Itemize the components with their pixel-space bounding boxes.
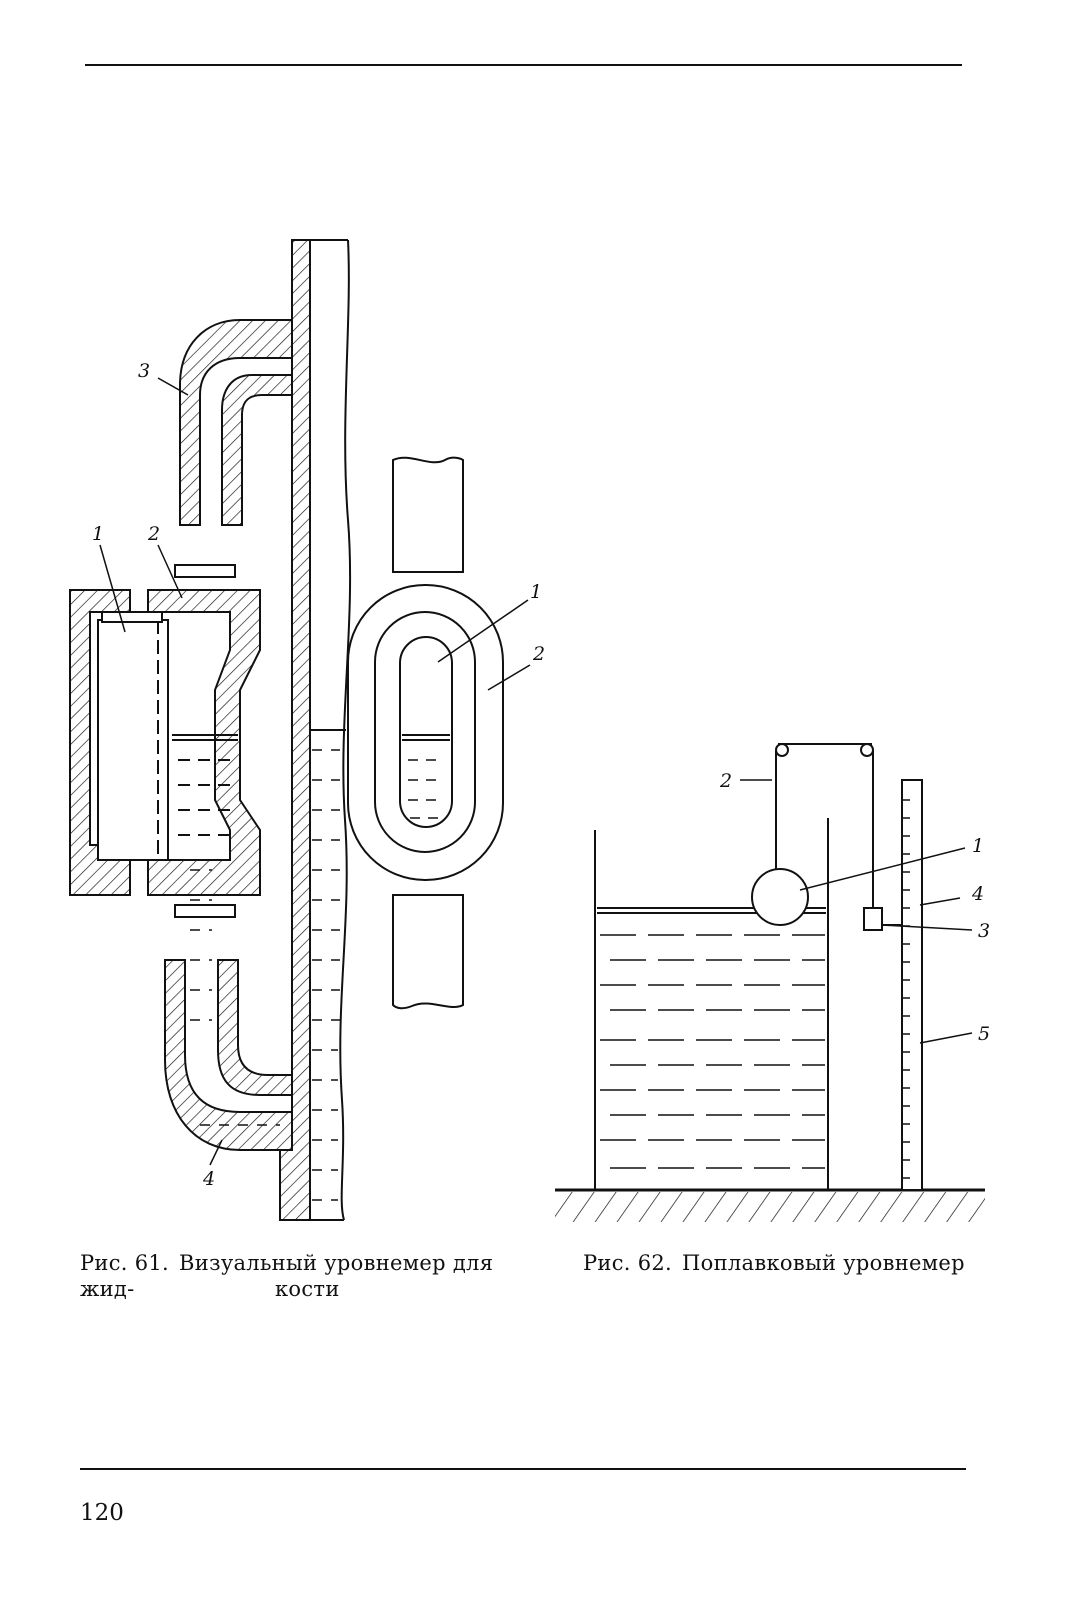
upper-bend-tube [179, 319, 293, 526]
middle-oval [374, 611, 476, 853]
fig61-caption: Рис. 61.Визуальный уровнемер для жид- [80, 1250, 550, 1302]
pipe-break-line [339, 239, 352, 1221]
lower-pipe-stub [392, 894, 464, 1010]
fig61-prefix: Рис. 61. [80, 1251, 170, 1275]
fig62-caption: Рис. 62. Поплавковый уровнемер [583, 1250, 1003, 1276]
tank-liquid-dashes [600, 934, 825, 1169]
ground-hatch [555, 1192, 985, 1222]
leader-lines [99, 377, 973, 1166]
lower-bend-tube [164, 959, 293, 1151]
fig61-caption-line2: кости [275, 1277, 340, 1301]
fig62-callout-3: 3 [978, 920, 990, 942]
glass-gland [101, 611, 163, 623]
fig62-caption-text: Поплавковый уровнемер [682, 1251, 965, 1275]
fig61-callout-4: 4 [202, 1168, 215, 1190]
fig62-callout-2: 2 [719, 770, 732, 792]
housing-left-cap [69, 589, 131, 896]
pulley-right [860, 743, 874, 757]
graduated-scale [901, 779, 923, 1191]
chamber-liquid-dashes [178, 759, 232, 836]
upper-nut [174, 564, 236, 578]
fig61-front-callout-1: 1 [530, 581, 542, 603]
fig61-callout-1: 1 [92, 523, 104, 545]
fig61-callout-2: 2 [147, 523, 160, 545]
pointer-weight [863, 907, 883, 931]
fig62-callout-5: 5 [978, 1023, 990, 1045]
lower-inner-wall [217, 959, 293, 1096]
fig61-front-view [347, 456, 504, 1010]
fig62-callout-4: 4 [971, 883, 984, 905]
fig62-callout-1: 1 [972, 835, 984, 857]
upper-inner-wall [221, 358, 293, 526]
inner-glass [399, 636, 453, 828]
fig61-caption-line1: Визуальный уровнемер для жид- [80, 1251, 494, 1301]
upper-pipe-stub [392, 456, 464, 573]
fig61-callout-3: 3 [138, 360, 150, 382]
fig61-caption-continued: кости [275, 1276, 340, 1302]
pulley-left [775, 743, 789, 757]
bottom-rule [80, 1468, 966, 1470]
fig62-float-gauge [555, 743, 985, 1222]
page-number: 120 [80, 1500, 124, 1526]
sight-glass [97, 619, 169, 861]
float-ball [751, 868, 809, 926]
fig62-prefix: Рис. 62. [583, 1251, 673, 1275]
top-rule [85, 64, 962, 66]
fig61-front-callout-2: 2 [532, 643, 545, 665]
fig61-section-view [69, 239, 352, 1221]
lower-nut [174, 904, 236, 918]
